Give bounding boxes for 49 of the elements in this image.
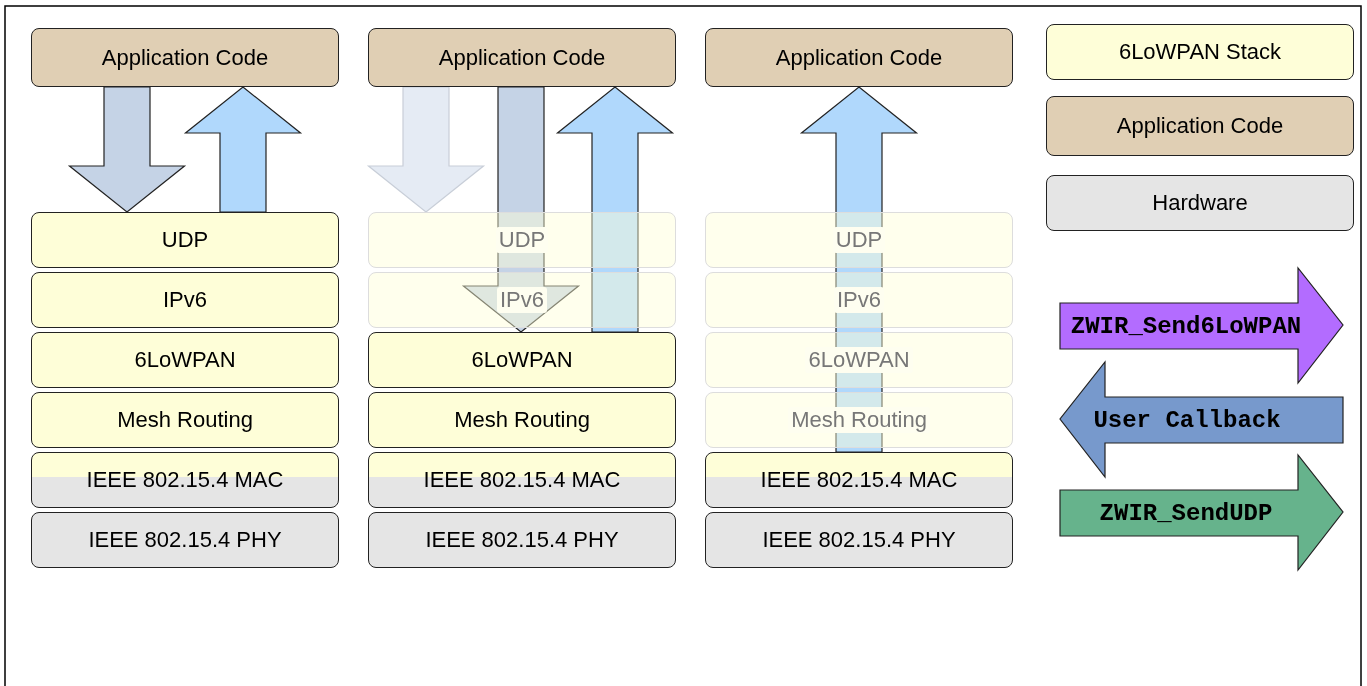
layer-label: IEEE 802.15.4 MAC <box>86 467 284 493</box>
application-box <box>368 28 676 87</box>
protocol-layer-box <box>31 332 339 388</box>
hardware-layer-box <box>31 512 339 568</box>
layer-label: IEEE 802.15.4 PHY <box>88 527 282 553</box>
protocol-layer-box <box>368 272 676 328</box>
hardware-layer-box <box>705 452 1013 508</box>
layer-label: IPv6 <box>834 287 884 313</box>
protocol-layer-box <box>368 212 676 268</box>
block-arrow <box>555 86 675 333</box>
protocol-layer-box <box>705 332 1013 388</box>
protocol-layer-box <box>705 272 1013 328</box>
block-arrow <box>67 86 187 213</box>
layer-label: Application Code <box>438 44 606 71</box>
protocol-layer-box <box>31 392 339 448</box>
protocol-layer-box <box>368 392 676 448</box>
application-box <box>705 28 1013 87</box>
hardware-layer-box <box>368 512 676 568</box>
protocol-layer-box <box>31 272 339 328</box>
hardware-layer-box <box>705 512 1013 568</box>
layer-label: IPv6 <box>497 287 547 313</box>
legend-label: 6LoWPAN Stack <box>1118 39 1282 65</box>
layer-label: IEEE 802.15.4 PHY <box>762 527 956 553</box>
layer-label: 6LoWPAN <box>471 347 573 373</box>
legend-label: Application Code <box>1116 113 1284 139</box>
layer-label: UDP <box>161 227 209 253</box>
layer-label: Application Code <box>775 44 943 71</box>
layer-label: 6LoWPAN <box>134 347 236 373</box>
layer-label: UDP <box>832 227 886 253</box>
protocol-layer-box <box>368 332 676 388</box>
layer-label: Application Code <box>101 44 269 71</box>
layer-label: Mesh Routing <box>454 407 590 433</box>
application-box <box>31 28 339 87</box>
legend-label: User Callback <box>1093 406 1281 434</box>
block-arrow <box>366 86 486 213</box>
layer-label: IEEE 802.15.4 MAC <box>423 467 621 493</box>
legend-label: ZWIR_SendUDP <box>1099 499 1273 527</box>
layer-label: IEEE 802.15.4 MAC <box>760 467 958 493</box>
protocol-layer-box <box>705 392 1013 448</box>
layer-label: IPv6 <box>163 287 207 313</box>
layer-label: Mesh Routing <box>117 407 253 433</box>
hardware-layer-box <box>31 452 339 508</box>
hardware-layer-box <box>368 452 676 508</box>
legend-label: ZWIR_Send6LoWPAN <box>1070 312 1302 340</box>
protocol-layer-box <box>705 212 1013 268</box>
protocol-layer-box <box>31 212 339 268</box>
block-arrow <box>183 86 303 213</box>
legend-label: Hardware <box>1152 190 1248 216</box>
layer-label: IEEE 802.15.4 PHY <box>425 527 619 553</box>
